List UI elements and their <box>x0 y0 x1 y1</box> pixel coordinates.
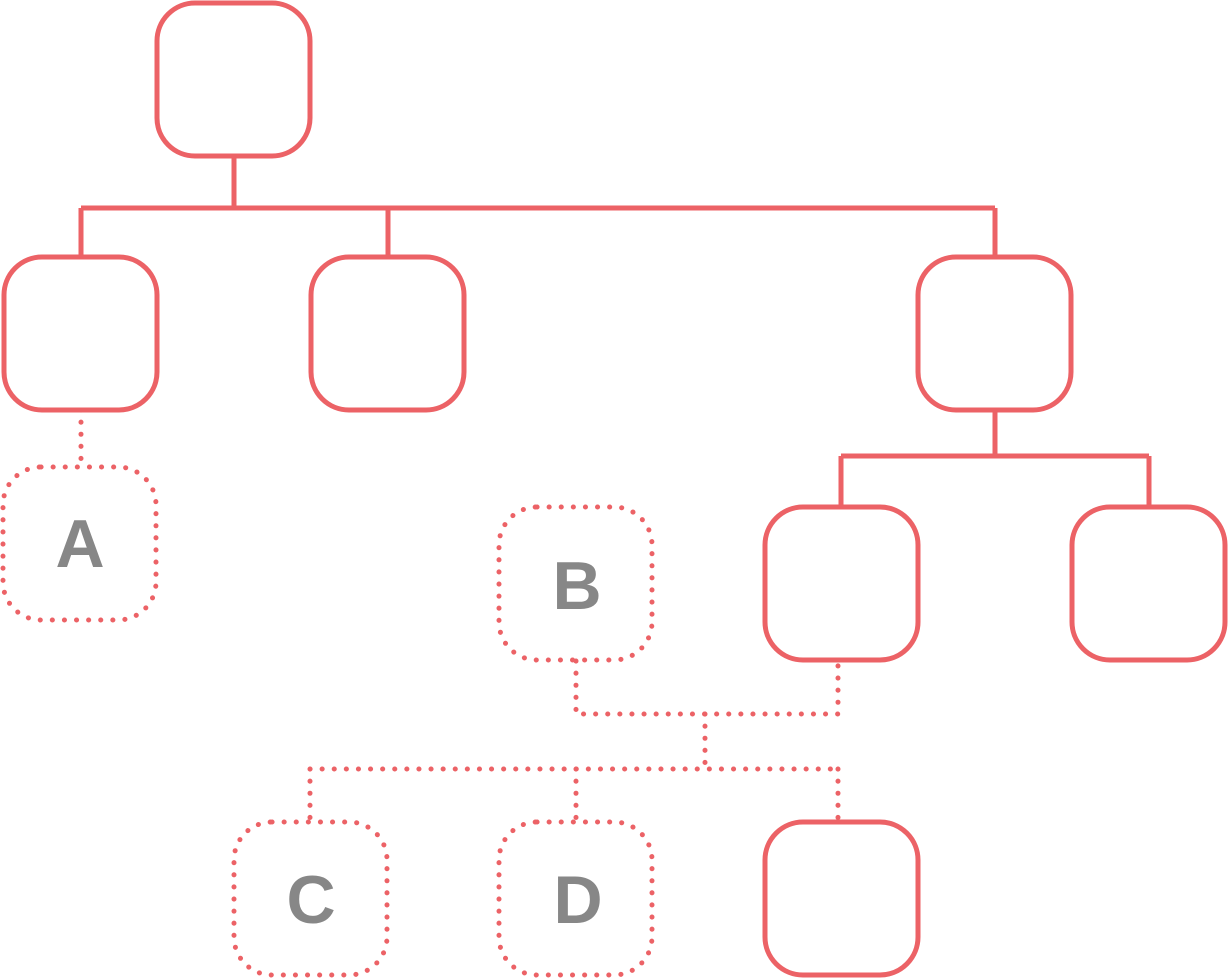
connector-root-to-row1 <box>78 157 998 257</box>
dotted-nodes <box>0 464 655 978</box>
grandchild-node-2 <box>1069 504 1228 663</box>
child-node-1 <box>1 254 160 413</box>
node-labels: A B C D <box>55 506 602 938</box>
placeholder-c-label: C <box>286 862 335 938</box>
dotted-connectors <box>78 407 841 825</box>
bottom-node <box>762 819 921 978</box>
placeholder-b-label: B <box>552 548 601 624</box>
root-node <box>154 0 313 159</box>
placeholder-a-label: A <box>55 506 104 582</box>
child-node-2 <box>308 254 467 413</box>
child-node-3 <box>915 254 1074 413</box>
placeholder-node-c <box>231 819 390 978</box>
grandchild-node-1 <box>762 504 921 663</box>
connector-child3-to-grandchildren <box>838 410 1152 507</box>
connector-b-grandchild1-merge <box>573 658 841 717</box>
placeholder-node-b <box>496 504 655 663</box>
placeholder-d-label: D <box>553 862 602 938</box>
placeholder-node-a <box>0 464 159 623</box>
placeholder-node-d <box>496 819 655 978</box>
connector-bottom-row <box>307 766 841 825</box>
solid-connectors <box>78 157 1152 507</box>
